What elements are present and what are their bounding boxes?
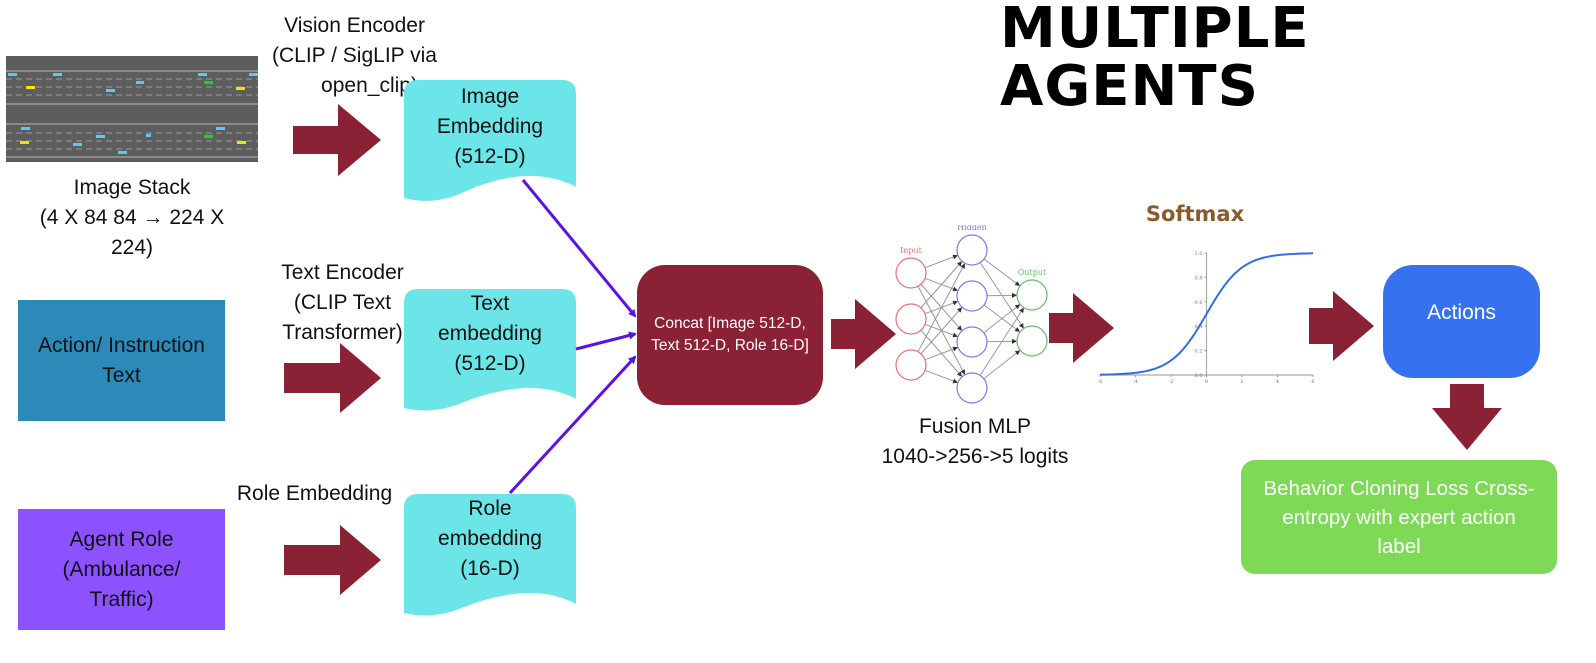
concat-line: Concat [Image 512-D, (654, 315, 806, 332)
sigmoid-curve (1099, 252, 1314, 376)
loss-line: entropy with expert action (1282, 505, 1516, 529)
mlp-edge (924, 346, 958, 361)
agent-role-line: (Ambulance/ (62, 557, 181, 581)
mlp-edge (924, 254, 958, 269)
concat-line: Text 512-D, Role 16-D] (651, 337, 809, 354)
text-encoder-line: Transformer) (282, 321, 403, 344)
mlp-layer-label: Hidden (957, 225, 987, 232)
role-embedding-line: Role (468, 497, 512, 520)
vision-encoder-line: Vision Encoder (284, 14, 425, 37)
image-stack-label-line: 224) (110, 236, 154, 259)
arrow-right-icon (1049, 293, 1114, 363)
arrow-right-icon (284, 525, 381, 595)
mlp-edge (983, 350, 1021, 380)
fusion-mlp-line: 1040->256->5 logits (881, 445, 1069, 468)
mlp-layer-label: Output (1018, 268, 1047, 277)
mlp-layer-label: Input (900, 246, 923, 255)
x-tick-label: 4 (1276, 379, 1279, 385)
agent-role-line: Traffic) (89, 587, 154, 611)
image-embedding-box: Image Embedding (512-D) (404, 80, 576, 206)
arrow-right-icon (1309, 291, 1374, 361)
x-tick-label: 2 (1240, 379, 1243, 385)
actions-box: Actions (1383, 265, 1540, 378)
fusion-mlp-line: Fusion MLP (918, 415, 1032, 438)
text-embedding-line: embedding (438, 322, 542, 345)
mlp-node (956, 280, 988, 312)
x-tick-label: -6 (1098, 379, 1103, 385)
role-embedding-line: embedding (438, 527, 542, 550)
arrow-right-icon (284, 343, 381, 413)
x-tick-label: 0 (1205, 379, 1208, 385)
image-stack-label-line: (4 X 84 84 → 224 X (39, 206, 225, 229)
mlp-node (956, 372, 988, 404)
mlp-edge (924, 369, 958, 384)
mlp-edge (979, 307, 1024, 376)
text-encoder-line: (CLIP Text (293, 291, 392, 314)
mlp-edge (983, 304, 1021, 334)
text-embedding-line: Text (470, 292, 510, 315)
loss-line: Behavior Cloning Loss Cross- (1263, 476, 1535, 500)
image-embedding-line: (512-D) (454, 145, 526, 168)
behavior-cloning-loss-box: Behavior Cloning Loss Cross- entropy wit… (1241, 460, 1557, 574)
text-embedding-line: (512-D) (454, 352, 526, 375)
text-embedding-box: Text embedding (512-D) (404, 289, 576, 415)
text-to-concat-connector (575, 331, 637, 351)
diagram-title: MULTIPLE AGENTS (1000, 0, 1310, 119)
agent-role-line: Agent Role (69, 527, 174, 551)
y-tick-label: 0.2 (1195, 349, 1203, 355)
mlp-node (895, 303, 927, 335)
softmax-title: Softmax (1145, 202, 1245, 226)
mlp-edge (920, 261, 963, 309)
actions-label: Actions (1427, 301, 1496, 324)
image-embedding-line: Embedding (436, 115, 544, 138)
mlp-node (1016, 279, 1048, 311)
mlp-edge (920, 307, 963, 355)
agent-role-box: Agent Role (Ambulance/ Traffic) (18, 509, 225, 630)
highway-lanes-image (6, 56, 258, 162)
vision-encoder-line: open_clip) (321, 74, 418, 97)
role-embedding-line: Role Embedding (236, 482, 393, 505)
y-tick-label: 0.8 (1195, 275, 1203, 281)
instruction-text-box: Action/ Instruction Text (18, 300, 225, 421)
role-embedding-line: (16-D) (460, 557, 520, 580)
x-tick-label: -2 (1169, 379, 1174, 385)
mlp-node (895, 257, 927, 289)
role-embedding-label: Role Embedding (222, 479, 407, 509)
mlp-node (1016, 325, 1048, 357)
image-embedding-line: Image (460, 85, 520, 108)
vision-encoder-label: Vision Encoder (CLIP / SigLIP via open_c… (262, 11, 447, 101)
text-encoder-line: Text Encoder (281, 261, 404, 284)
text-encoder-label: Text Encoder (CLIP Text Transformer) (250, 258, 435, 348)
mlp-node (956, 326, 988, 358)
mlp-node (956, 234, 988, 266)
instruction-text-line: Text (102, 363, 141, 387)
arrow-down-icon (1432, 384, 1502, 450)
y-tick-label: 1.0 (1195, 251, 1203, 257)
x-tick-label: 6 (1311, 379, 1314, 385)
y-tick-label: 0.0 (1195, 373, 1203, 379)
mlp-edge (917, 263, 965, 352)
concat-box: Concat [Image 512-D, Text 512-D, Role 16… (637, 265, 823, 405)
image-stack-label-line: Image Stack (73, 176, 191, 199)
mlp-edge (983, 258, 1020, 287)
arrow-right-icon (831, 299, 896, 369)
image-stack-label: Image Stack (4 X 84 84 → 224 X 224) (6, 173, 258, 263)
y-tick-label: 0.6 (1195, 300, 1203, 306)
instruction-text-line: Action/ Instruction (38, 333, 205, 357)
role-embedding-box: Role embedding (16-D) (404, 494, 576, 618)
fusion-mlp-label: Fusion MLP 1040->256->5 logits (860, 412, 1090, 472)
arrow-right-icon (293, 104, 381, 176)
mlp-node (895, 349, 927, 381)
x-tick-label: -4 (1133, 379, 1138, 385)
loss-line: label (1377, 534, 1421, 558)
vision-encoder-line: (CLIP / SigLIP via (272, 44, 437, 67)
